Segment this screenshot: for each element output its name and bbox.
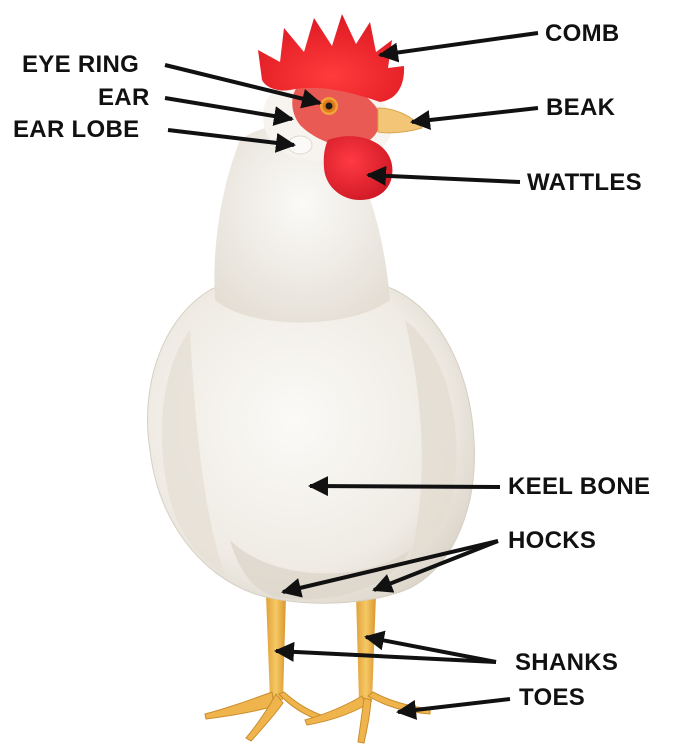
label-eye-ring: EYE RING xyxy=(22,52,139,78)
label-ear: EAR xyxy=(98,85,150,111)
label-comb: COMB xyxy=(545,21,620,47)
label-beak: BEAK xyxy=(546,95,615,121)
keel-bone-arrow xyxy=(310,486,500,487)
comb-arrow xyxy=(380,33,538,55)
label-keel-bone: KEEL BONE xyxy=(508,474,650,500)
label-wattles: WATTLES xyxy=(527,170,642,196)
shanks-shape xyxy=(266,595,376,702)
label-hocks: HOCKS xyxy=(508,528,596,554)
label-shanks: SHANKS xyxy=(515,650,618,676)
label-ear-lobe: EAR LOBE xyxy=(13,117,139,143)
eye-shape xyxy=(320,97,338,115)
label-toes: TOES xyxy=(519,685,585,711)
toes-shape xyxy=(205,692,430,743)
comb-shape xyxy=(258,14,404,102)
toes-arrow xyxy=(398,699,510,712)
beak-arrow xyxy=(412,108,538,122)
